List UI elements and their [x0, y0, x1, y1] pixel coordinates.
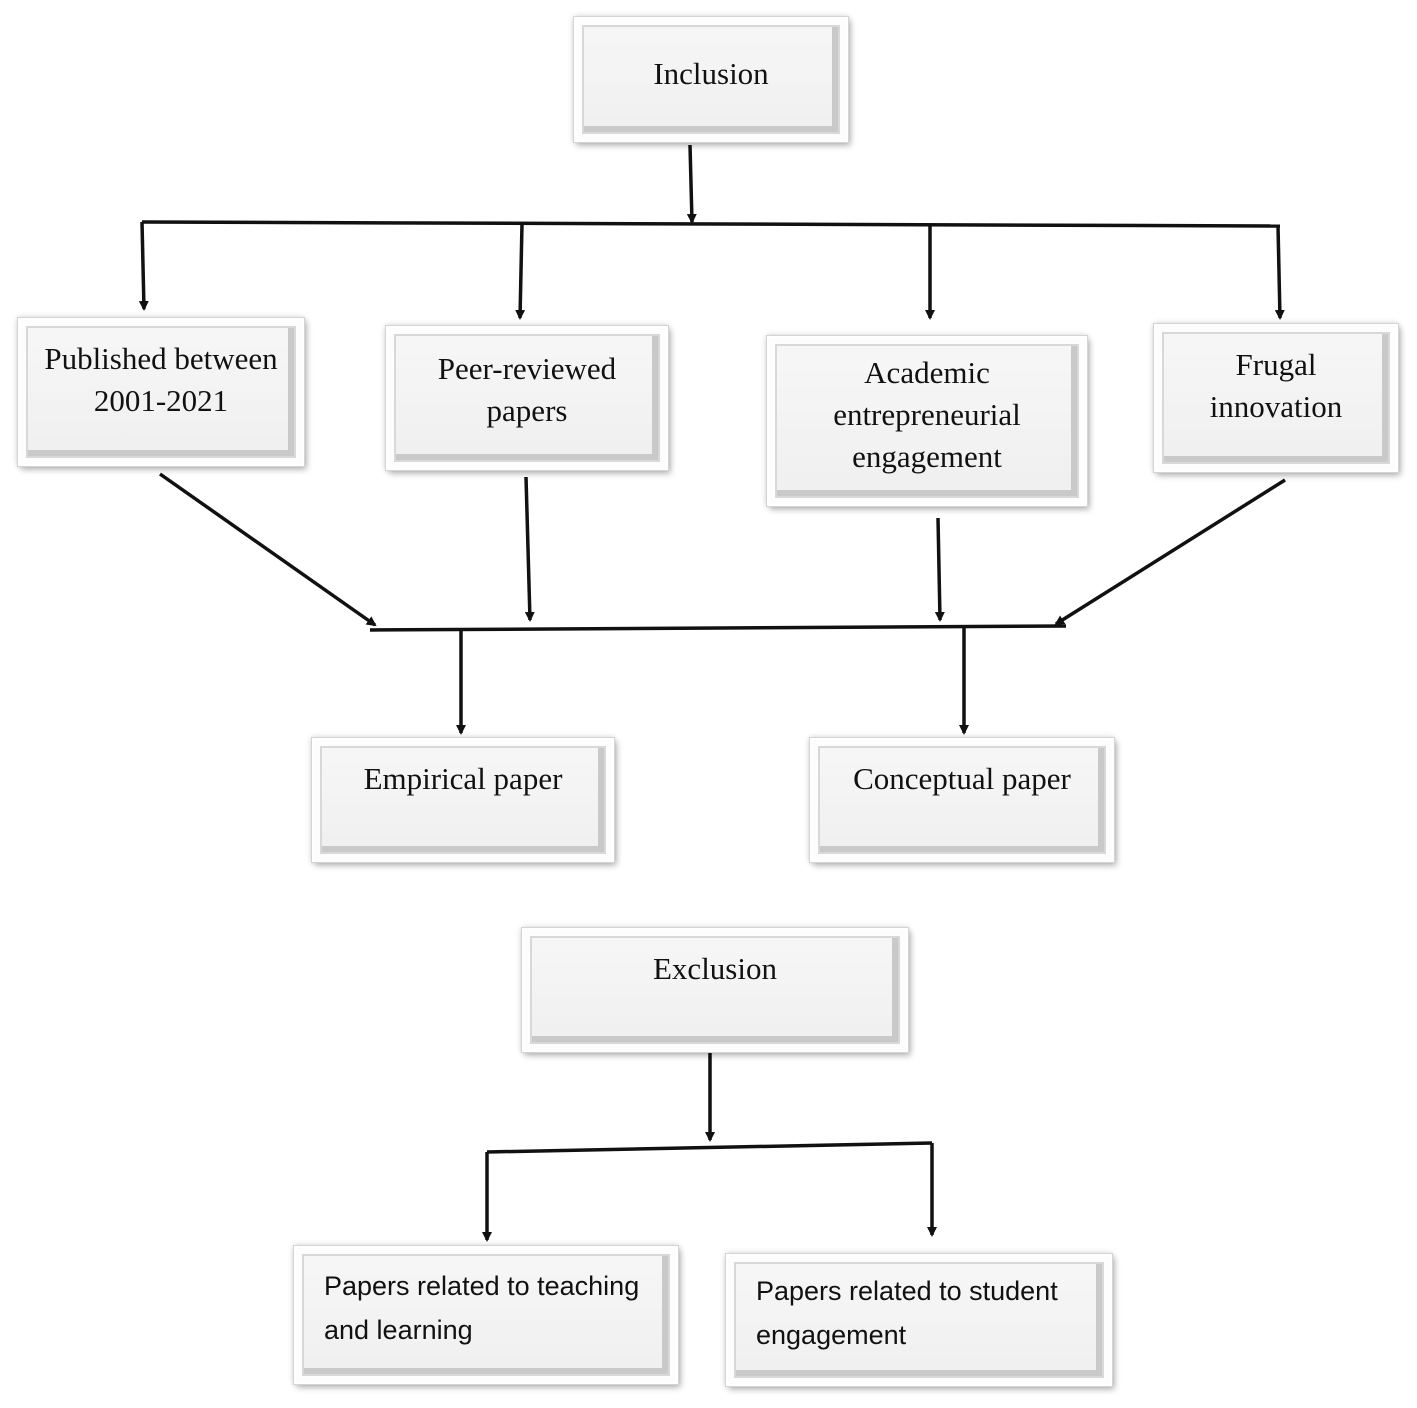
- outcome-conceptual-box: Conceptual paper: [809, 737, 1115, 863]
- outcome-empirical-label: Empirical paper: [363, 761, 563, 796]
- arrow-to-frugal: [1274, 225, 1285, 320]
- criterion-peer-reviewed-box: Peer-reviewed papers: [385, 325, 669, 471]
- exclusion-teaching-label: Papers related to teaching and learning: [324, 1271, 640, 1345]
- academic-to-merge: [934, 517, 945, 622]
- inclusion-branch-bar: [141, 220, 1281, 228]
- exclusion-title: Exclusion: [653, 951, 777, 986]
- exclusion-student-box: Papers related to student engagement: [725, 1253, 1113, 1387]
- criterion-frugal-label: Frugal innovation: [1209, 347, 1343, 424]
- exclusion-student-label: Papers related to student engagement: [756, 1276, 1058, 1350]
- inclusion-title: Inclusion: [653, 55, 769, 91]
- published-to-merge: [158, 472, 377, 627]
- arrow-to-peer-reviewed: [515, 223, 526, 320]
- criterion-peer-reviewed-label: Peer-reviewed papers: [437, 351, 617, 428]
- outcome-conceptual-label: Conceptual paper: [853, 761, 1071, 796]
- inclusion-down-arrow: [686, 144, 697, 224]
- criterion-published-label: Published between 2001-2021: [44, 341, 278, 418]
- exclusion-box: Exclusion: [521, 927, 909, 1053]
- frugal-to-merge: [1054, 478, 1286, 626]
- inclusion-box: Inclusion: [573, 16, 849, 143]
- merge-bar: [369, 624, 1067, 632]
- criterion-published-box: Published between 2001-2021: [17, 317, 305, 467]
- peer-to-merge: [524, 476, 535, 622]
- criterion-frugal-box: Frugal innovation: [1153, 323, 1399, 473]
- arrow-to-published: [138, 221, 149, 311]
- criterion-academic-label: Academic entrepreneurial engagement: [833, 355, 1021, 474]
- outcome-empirical-box: Empirical paper: [311, 737, 615, 863]
- exclusion-teaching-box: Papers related to teaching and learning: [293, 1245, 679, 1385]
- criterion-academic-box: Academic entrepreneurial engagement: [766, 335, 1088, 507]
- exclusion-branch-bar: [486, 1141, 933, 1154]
